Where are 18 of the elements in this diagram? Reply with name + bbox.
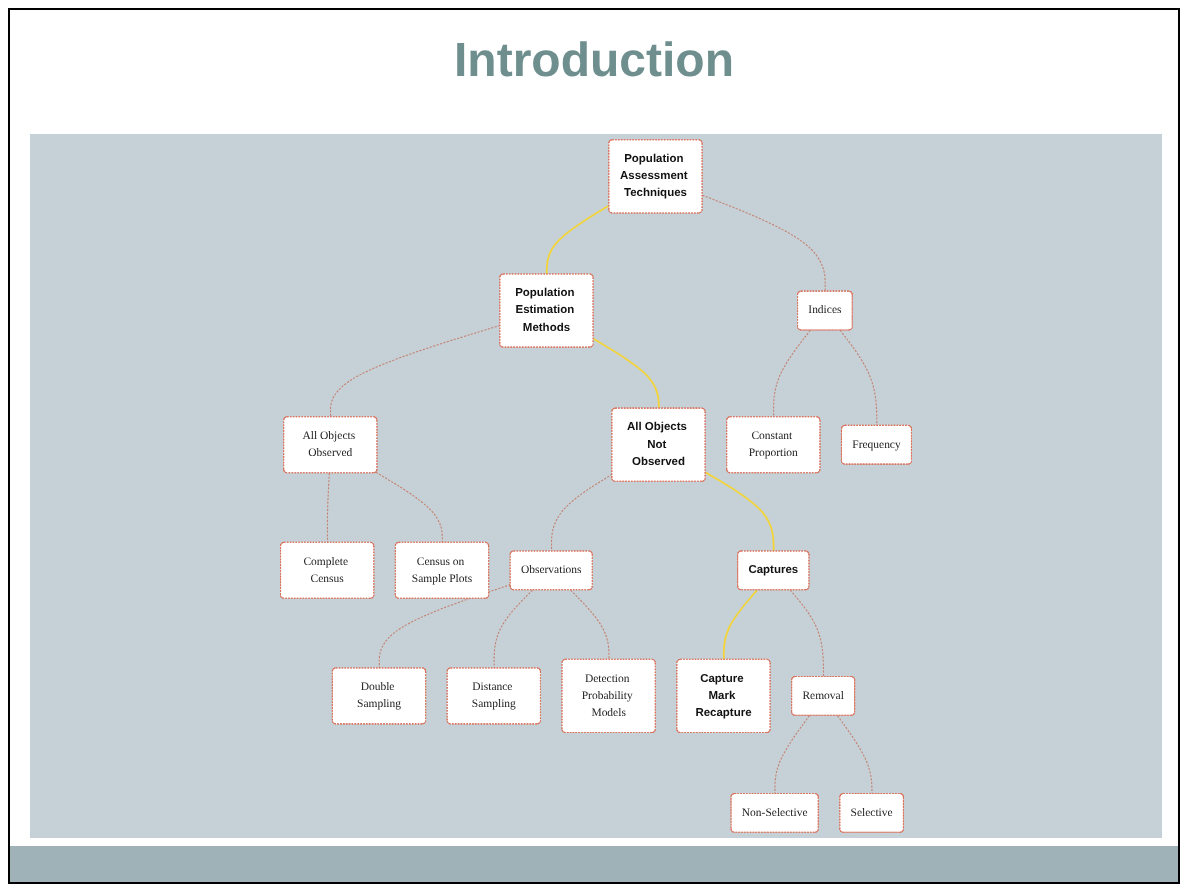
connector	[326, 472, 330, 544]
connector	[836, 715, 873, 795]
connector	[493, 589, 534, 669]
connector	[839, 329, 878, 427]
connector	[592, 337, 660, 410]
title: Introduction	[452, 34, 736, 90]
connector	[375, 471, 443, 544]
connector	[330, 324, 501, 418]
connector	[551, 473, 613, 552]
connector	[545, 204, 611, 276]
connector	[701, 194, 826, 293]
connector	[704, 471, 775, 553]
connector	[789, 589, 825, 678]
connector	[722, 589, 759, 661]
connector	[378, 584, 512, 669]
connector	[774, 715, 811, 795]
connector	[773, 329, 811, 418]
connector	[570, 589, 610, 661]
